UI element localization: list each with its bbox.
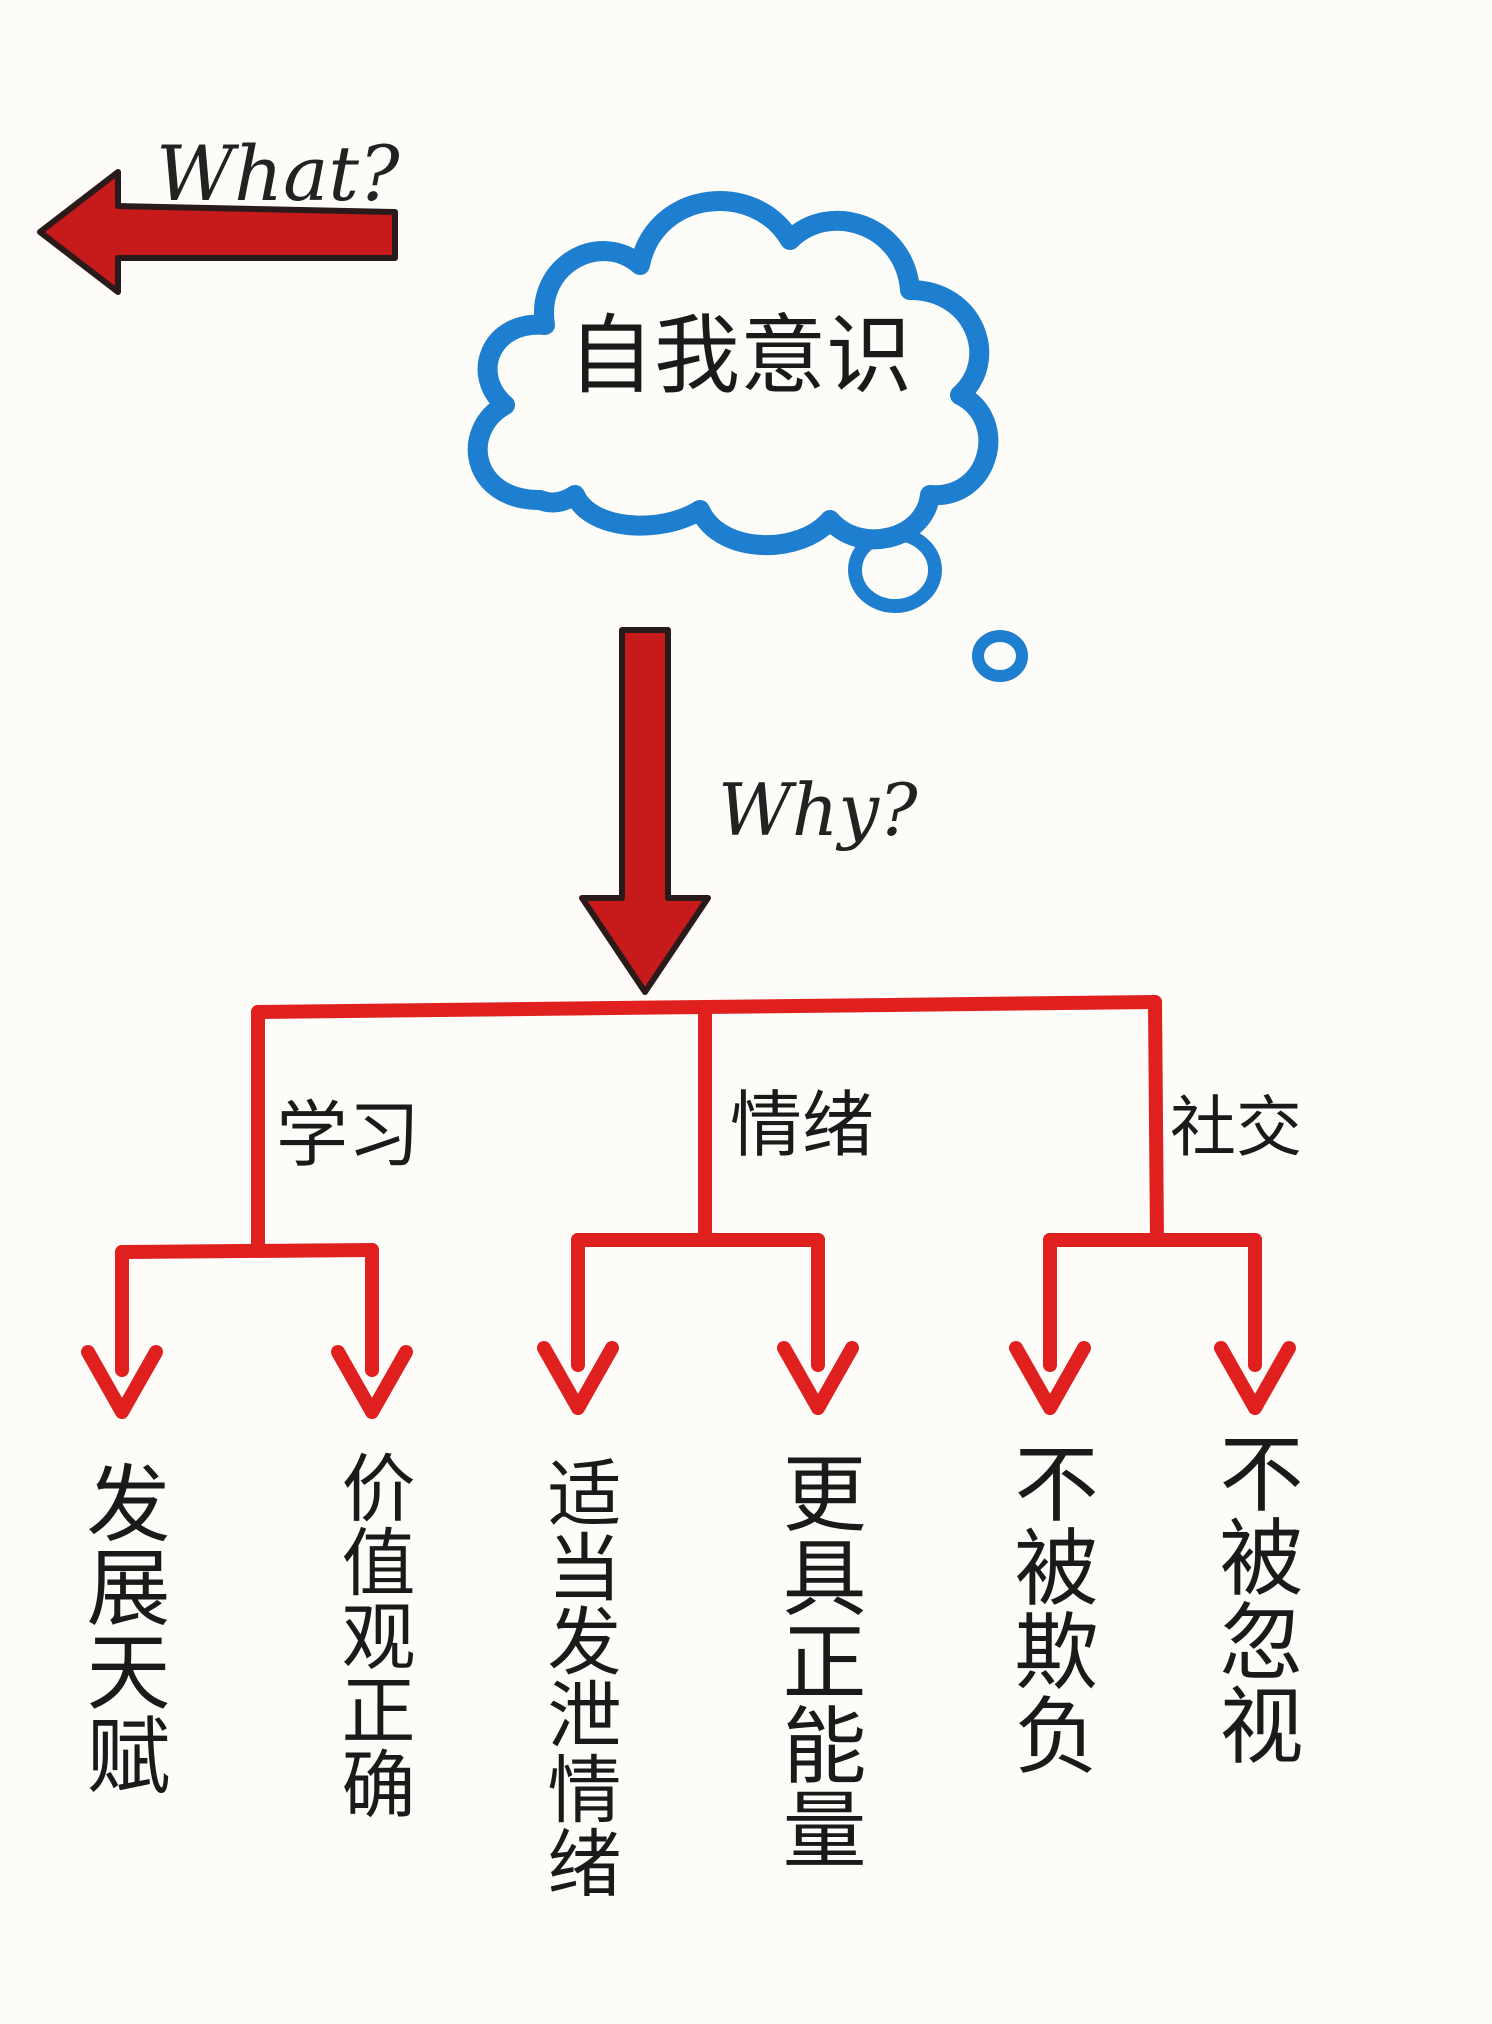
thought-bubble-large [848, 527, 942, 613]
leaf-vent-emotions: 适当发泄情绪 [535, 1455, 621, 1899]
tree-connectors [81, 995, 1296, 1419]
why-label: Why? [718, 768, 918, 852]
thought-bubble-small [972, 630, 1028, 682]
leaf-not-bullied: 不被欺负 [1001, 1440, 1099, 1776]
leaf-develop-talent: 发展天赋 [73, 1460, 171, 1796]
leaf-positive-energy: 更具正能量 [769, 1450, 867, 1870]
branch-label-emotion: 情绪 [730, 1083, 874, 1167]
why-arrow [579, 627, 711, 995]
what-arrow [37, 169, 398, 295]
branch-label-social: 社交 [1170, 1089, 1302, 1166]
leaf-correct-values: 价值观正确 [329, 1450, 415, 1820]
center-topic: 自我意识 [568, 306, 912, 406]
leaf-not-ignored: 不被忽视 [1206, 1430, 1304, 1766]
thought-cloud [467, 191, 1028, 682]
branch-label-learning: 学习 [276, 1093, 420, 1177]
what-label: What? [156, 129, 401, 218]
